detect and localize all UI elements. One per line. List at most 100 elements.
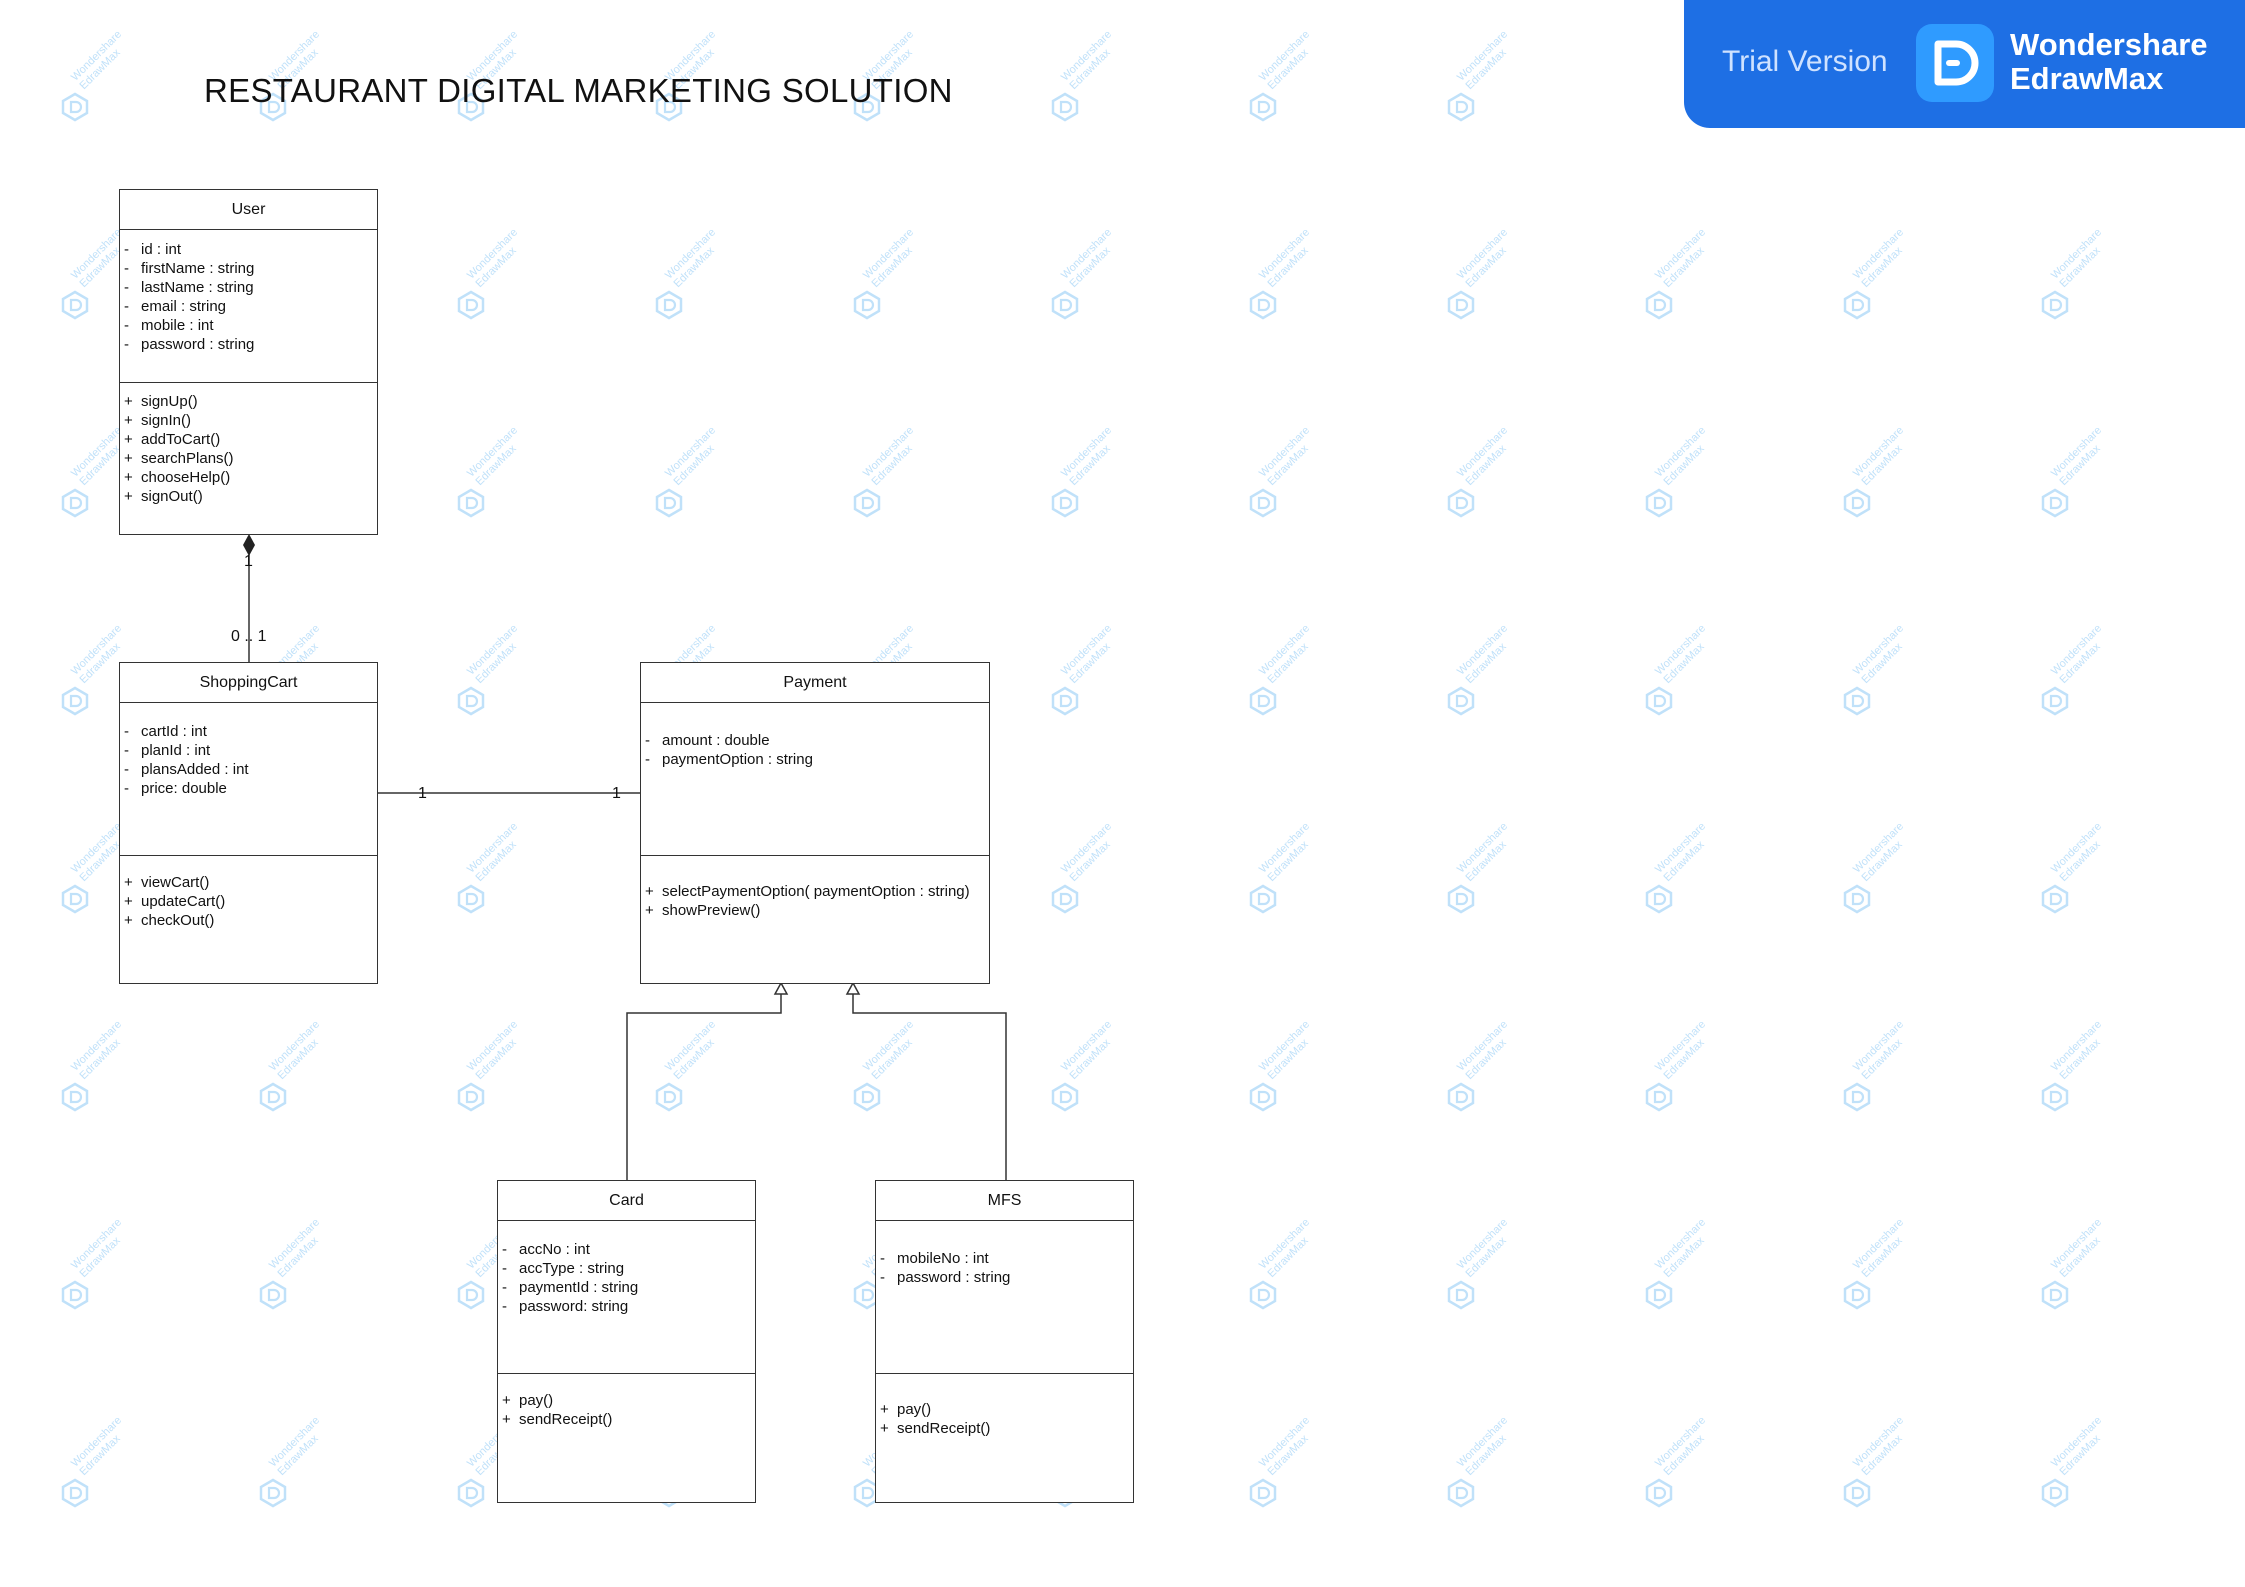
member-signature: id : int (141, 241, 182, 258)
class-member: -mobile : int (124, 316, 373, 335)
attributes-section: -mobileNo : int-password : string (876, 1221, 1133, 1374)
member-signature: checkOut() (141, 912, 215, 929)
visibility-marker: + (124, 912, 133, 929)
class-name: User (120, 190, 377, 230)
member-signature: lastName : string (141, 279, 254, 296)
visibility-marker: + (502, 1411, 511, 1428)
class-member: +signUp() (124, 392, 373, 411)
brand-line-1: Wondershare (2010, 27, 2208, 62)
visibility-marker: + (645, 883, 654, 900)
diagram-title: RESTAURANT DIGITAL MARKETING SOLUTION (204, 72, 953, 109)
generalization-arrow-icon (845, 981, 861, 995)
visibility-marker: - (124, 260, 129, 277)
class-user[interactable]: User -id : int-firstName : string-lastNa… (119, 189, 378, 535)
class-payment[interactable]: Payment -amount : double-paymentOption :… (640, 662, 990, 984)
visibility-marker: - (124, 317, 129, 334)
member-signature: updateCart() (141, 893, 226, 910)
visibility-marker: - (124, 298, 129, 315)
member-signature: password : string (897, 1269, 1011, 1286)
visibility-marker: - (880, 1269, 885, 1286)
visibility-marker: + (124, 893, 133, 910)
visibility-marker: - (124, 241, 129, 258)
class-member: -firstName : string (124, 259, 373, 278)
member-signature: price: double (141, 780, 227, 797)
cart-payment-target-multiplicity: 1 (612, 785, 621, 802)
card-generalization-link (626, 994, 782, 1180)
visibility-marker: + (124, 450, 133, 467)
class-member: -accType : string (502, 1259, 751, 1278)
visibility-marker: + (124, 393, 133, 410)
visibility-marker: - (645, 732, 650, 749)
member-signature: cartId : int (141, 723, 207, 740)
member-signature: email : string (141, 298, 227, 315)
class-mfs[interactable]: MFS -mobileNo : int-password : string +p… (875, 1180, 1134, 1503)
class-card[interactable]: Card -accNo : int-accType : string-payme… (497, 1180, 756, 1503)
member-signature: signIn() (141, 412, 192, 429)
brand-line-2: EdrawMax (2010, 61, 2164, 96)
visibility-marker: - (124, 279, 129, 296)
attributes-section: -cartId : int-planId : int-plansAdded : … (120, 703, 377, 856)
trial-banner[interactable]: Trial Version Wondershare EdrawMax (1684, 0, 2245, 128)
visibility-marker: - (124, 761, 129, 778)
methods-section: +selectPaymentOption( paymentOption : st… (641, 856, 989, 983)
class-member: + signOut() (124, 487, 373, 506)
class-member: + signIn() (124, 411, 373, 430)
class-member: -email : string (124, 297, 373, 316)
member-signature: planId : int (141, 742, 211, 759)
member-signature: addToCart() (141, 431, 221, 448)
visibility-marker: + (124, 488, 133, 505)
member-signature: viewCart() (141, 874, 210, 891)
visibility-marker: - (502, 1241, 507, 1258)
class-member: -amount : double (645, 731, 985, 750)
edrawmax-logo-icon (1916, 24, 1994, 102)
attributes-section: -accNo : int-accType : string-paymentId … (498, 1221, 755, 1374)
class-member: -password : string (124, 335, 373, 354)
class-member: + checkOut() (124, 911, 373, 930)
visibility-marker: - (502, 1298, 507, 1315)
visibility-marker: - (124, 723, 129, 740)
visibility-marker: - (645, 751, 650, 768)
member-signature: signOut() (141, 488, 203, 505)
class-member: +pay() (880, 1400, 1129, 1419)
class-name: ShoppingCart (120, 663, 377, 703)
class-member: -paymentOption : string (645, 750, 985, 769)
class-member: -paymentId : string (502, 1278, 751, 1297)
class-member: +sendReceipt() (880, 1419, 1129, 1438)
class-member: +selectPaymentOption( paymentOption : st… (645, 882, 985, 901)
class-member: + viewCart() (124, 873, 373, 892)
visibility-marker: - (502, 1279, 507, 1296)
class-member: +pay() (502, 1391, 751, 1410)
methods-section: + viewCart() + updateCart() + checkOut() (120, 856, 377, 983)
composition-diamond-icon (243, 534, 255, 556)
visibility-marker: - (124, 336, 129, 353)
class-member: + updateCart() (124, 892, 373, 911)
visibility-marker: + (124, 412, 133, 429)
visibility-marker: + (880, 1401, 889, 1418)
trial-version-label: Trial Version (1722, 45, 1888, 78)
class-member: -plansAdded : int (124, 760, 373, 779)
class-member: -password: string (502, 1297, 751, 1316)
class-member: -lastName : string (124, 278, 373, 297)
user-cart-source-multiplicity: 1 (244, 553, 253, 570)
class-member: +sendReceipt() (502, 1410, 751, 1429)
class-member: -id : int (124, 240, 373, 259)
mfs-generalization-link (852, 994, 1007, 1180)
class-member: +showPreview() (645, 901, 985, 920)
class-member: -planId : int (124, 741, 373, 760)
member-signature: firstName : string (141, 260, 255, 277)
member-signature: accType : string (519, 1260, 625, 1277)
member-signature: accNo : int (519, 1241, 590, 1258)
methods-section: +pay()+sendReceipt() (498, 1374, 755, 1502)
class-shopping-cart[interactable]: ShoppingCart -cartId : int-planId : int-… (119, 662, 378, 984)
member-signature: sendReceipt() (897, 1420, 991, 1437)
class-name: Payment (641, 663, 989, 703)
class-name: MFS (876, 1181, 1133, 1221)
visibility-marker: + (124, 469, 133, 486)
visibility-marker: - (502, 1260, 507, 1277)
attributes-section: -amount : double-paymentOption : string (641, 703, 989, 856)
class-member: +chooseHelp() (124, 468, 373, 487)
visibility-marker: + (124, 874, 133, 891)
class-name: Card (498, 1181, 755, 1221)
member-signature: password : string (141, 336, 255, 353)
